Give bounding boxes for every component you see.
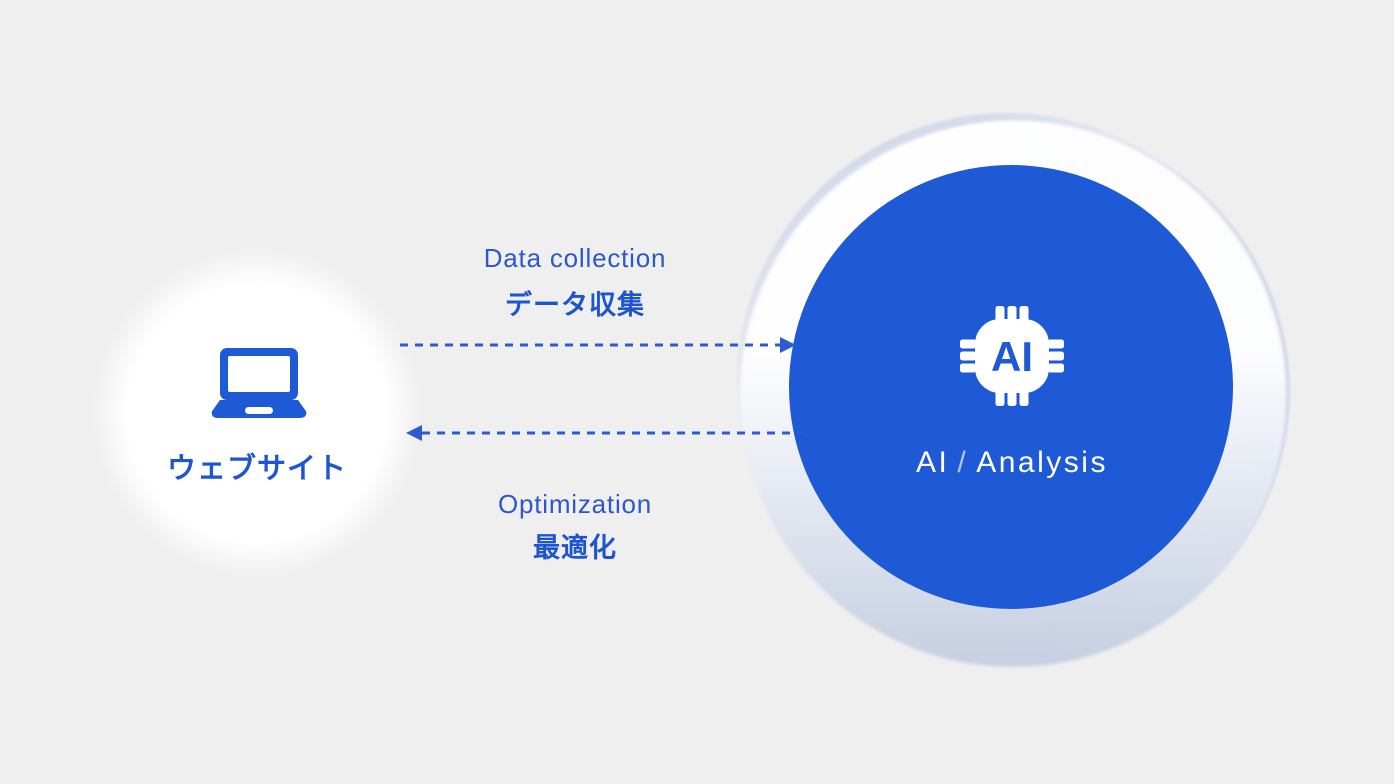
flow-arrows — [400, 337, 807, 441]
flow-top-label-ja: データ収集 — [505, 290, 645, 320]
arrow-left-icon — [406, 425, 807, 441]
ai-label-right: Analysis — [976, 446, 1108, 479]
chip-body — [975, 319, 1049, 393]
laptop-notch — [245, 407, 273, 414]
arrow-right-icon — [400, 337, 796, 353]
chip-pins — [960, 306, 1064, 406]
flow-bottom-label-ja: 最適化 — [533, 533, 617, 563]
ai-node-label: AI/Analysis — [812, 446, 1212, 480]
flow-top-label-en: Data collection — [483, 243, 667, 273]
website-node-label: ウェブサイト — [166, 453, 347, 485]
flow-bottom-label-en: Optimization — [497, 489, 653, 519]
chip-ai-text: AI — [991, 333, 1033, 380]
ai-chip-icon: AI — [960, 306, 1064, 406]
ai-label-separator: / — [957, 446, 969, 479]
ai-label-left: AI — [916, 446, 950, 479]
laptop-screen — [228, 356, 290, 392]
laptop-icon — [211, 348, 307, 418]
